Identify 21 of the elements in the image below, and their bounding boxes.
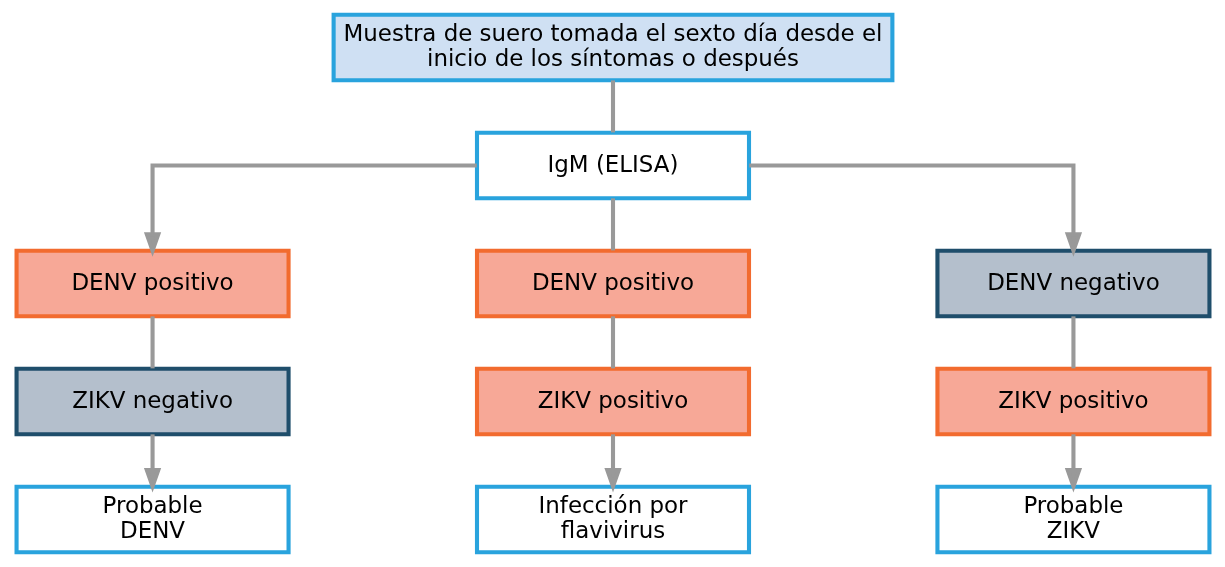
node-box: DENV positivo <box>474 248 751 319</box>
node-box: IgM (ELISA) <box>474 130 751 201</box>
node-box: DENV positivo <box>14 248 291 319</box>
arrow <box>143 163 477 257</box>
node-box: ZIKV positivo <box>474 366 751 437</box>
connector <box>610 316 615 369</box>
node-box: Infección por flavivirus <box>474 484 751 555</box>
node-box: Probable ZIKV <box>934 484 1211 555</box>
arrow <box>1064 434 1082 493</box>
node-box: Probable DENV <box>14 484 291 555</box>
node-box: Muestra de suero tomada el sexto día desde el inicio de los síntomas o después <box>331 12 894 83</box>
connector <box>150 316 155 369</box>
connector <box>1070 316 1075 369</box>
connector <box>610 80 615 133</box>
connector <box>610 198 615 251</box>
node-box: ZIKV negativo <box>14 366 291 437</box>
arrow <box>748 163 1082 257</box>
node-box: ZIKV positivo <box>934 366 1211 437</box>
node-box: DENV negativo <box>934 248 1211 319</box>
arrow <box>603 434 622 493</box>
arrow <box>143 434 161 493</box>
